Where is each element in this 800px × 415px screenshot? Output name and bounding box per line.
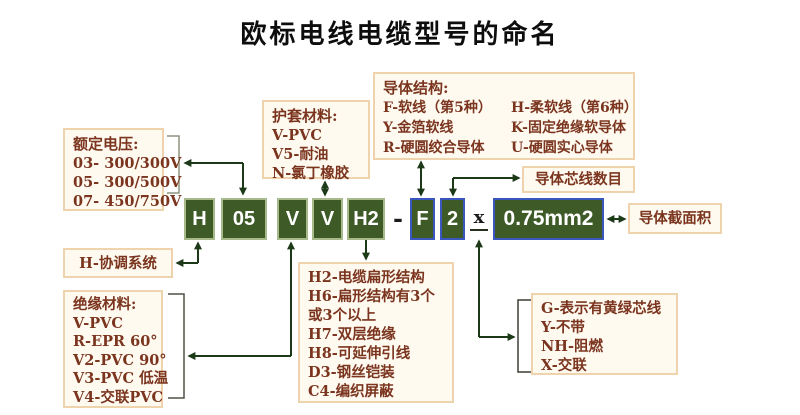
- bracket-insulation: [168, 293, 185, 399]
- box-line: D3-钢丝铠装: [308, 364, 395, 381]
- code-box-v2: V: [312, 198, 343, 240]
- box-line: K-固定绝缘软导体: [511, 120, 626, 136]
- box-line: H-柔软线（第6种）: [511, 100, 638, 116]
- box-conductor-structure: 导体结构: F-软线（第5种） H-柔软线（第6种） Y-金箔软线 K-固定绝缘…: [373, 72, 638, 160]
- code-box-h2: H2: [347, 198, 385, 240]
- box-title: 绝缘材料:: [73, 296, 137, 313]
- box-suffix-codes: G-表示有黄绿芯线 Y-不带 NH-阻燃 X-交联: [531, 293, 678, 375]
- multiply-separator: x: [470, 207, 488, 231]
- box-line: V3-PVC 低温: [73, 370, 169, 387]
- box-line: N-氯丁橡胶: [272, 165, 350, 182]
- box-title: 导体结构:: [383, 79, 449, 97]
- box-line: H8-可延伸引线: [308, 345, 411, 362]
- code-box-h: H: [184, 198, 215, 240]
- box-line: C4-编织屏蔽: [308, 383, 394, 400]
- box-line: V-PVC: [272, 127, 322, 144]
- box-line: U-硬圆实心导体: [511, 140, 613, 156]
- code-box-2: 2: [440, 198, 465, 240]
- box-line: 07- 450/750V: [73, 193, 182, 210]
- box-line: NH-阻燃: [541, 338, 603, 355]
- box-line: X-交联: [541, 357, 587, 374]
- box-line: H2-电缆扁形结构: [308, 269, 425, 286]
- box-line: R-硬圆绞合导体: [383, 140, 485, 156]
- bracket-suffix: [517, 299, 531, 373]
- box-rated-voltage: 额定电压: 03- 300/300V 05- 300/500V 07- 450/…: [63, 128, 182, 211]
- box-line: 05- 300/500V: [73, 174, 182, 191]
- code-box-f: F: [410, 198, 435, 240]
- box-line: Y-金箔软线: [383, 120, 454, 136]
- box-line: F-软线（第5种）: [383, 100, 492, 116]
- box-line: 或3个以上: [308, 307, 377, 324]
- label-cross-section: 导体截面积: [628, 203, 722, 234]
- box-line: 03- 300/300V: [73, 155, 182, 172]
- box-line: V-PVC: [73, 314, 123, 332]
- box-insulation-material: 绝缘材料: V-PVC R-EPR 60° V2-PVC 90° V3-PVC …: [63, 290, 169, 408]
- box-structure-codes: H2-电缆扁形结构 H6-扁形结构有3个 或3个以上 H7-双层绝缘 H8-可延…: [298, 262, 454, 403]
- dash-separator: -: [393, 204, 403, 233]
- diagram-title: 欧标电线电缆型号的命名: [240, 20, 560, 50]
- box-line: V2-PVC 90°: [73, 351, 167, 369]
- box-line: H7-双层绝缘: [308, 326, 396, 343]
- box-line: G-表示有黄绿芯线: [541, 300, 662, 317]
- label-harmonized-system: H-协调系统: [63, 248, 173, 278]
- box-line: R-EPR 60°: [73, 333, 158, 350]
- box-line: Y-不带: [541, 319, 585, 336]
- code-box-v1: V: [277, 198, 308, 240]
- label-core-count: 导体芯线数目: [522, 166, 635, 193]
- code-box-cross-section: 0.75mm2: [493, 198, 604, 240]
- box-line: V5-耐油: [272, 146, 329, 163]
- box-sheath-material: 护套材料: V-PVC V5-耐油 N-氯丁橡胶: [262, 100, 370, 182]
- box-title: 额定电压:: [73, 135, 139, 153]
- box-line: H6-扁形结构有3个: [308, 288, 435, 305]
- box-title: 护套材料:: [272, 107, 338, 125]
- code-box-05: 05: [221, 198, 267, 240]
- box-line: V4-交联PVC: [73, 388, 164, 406]
